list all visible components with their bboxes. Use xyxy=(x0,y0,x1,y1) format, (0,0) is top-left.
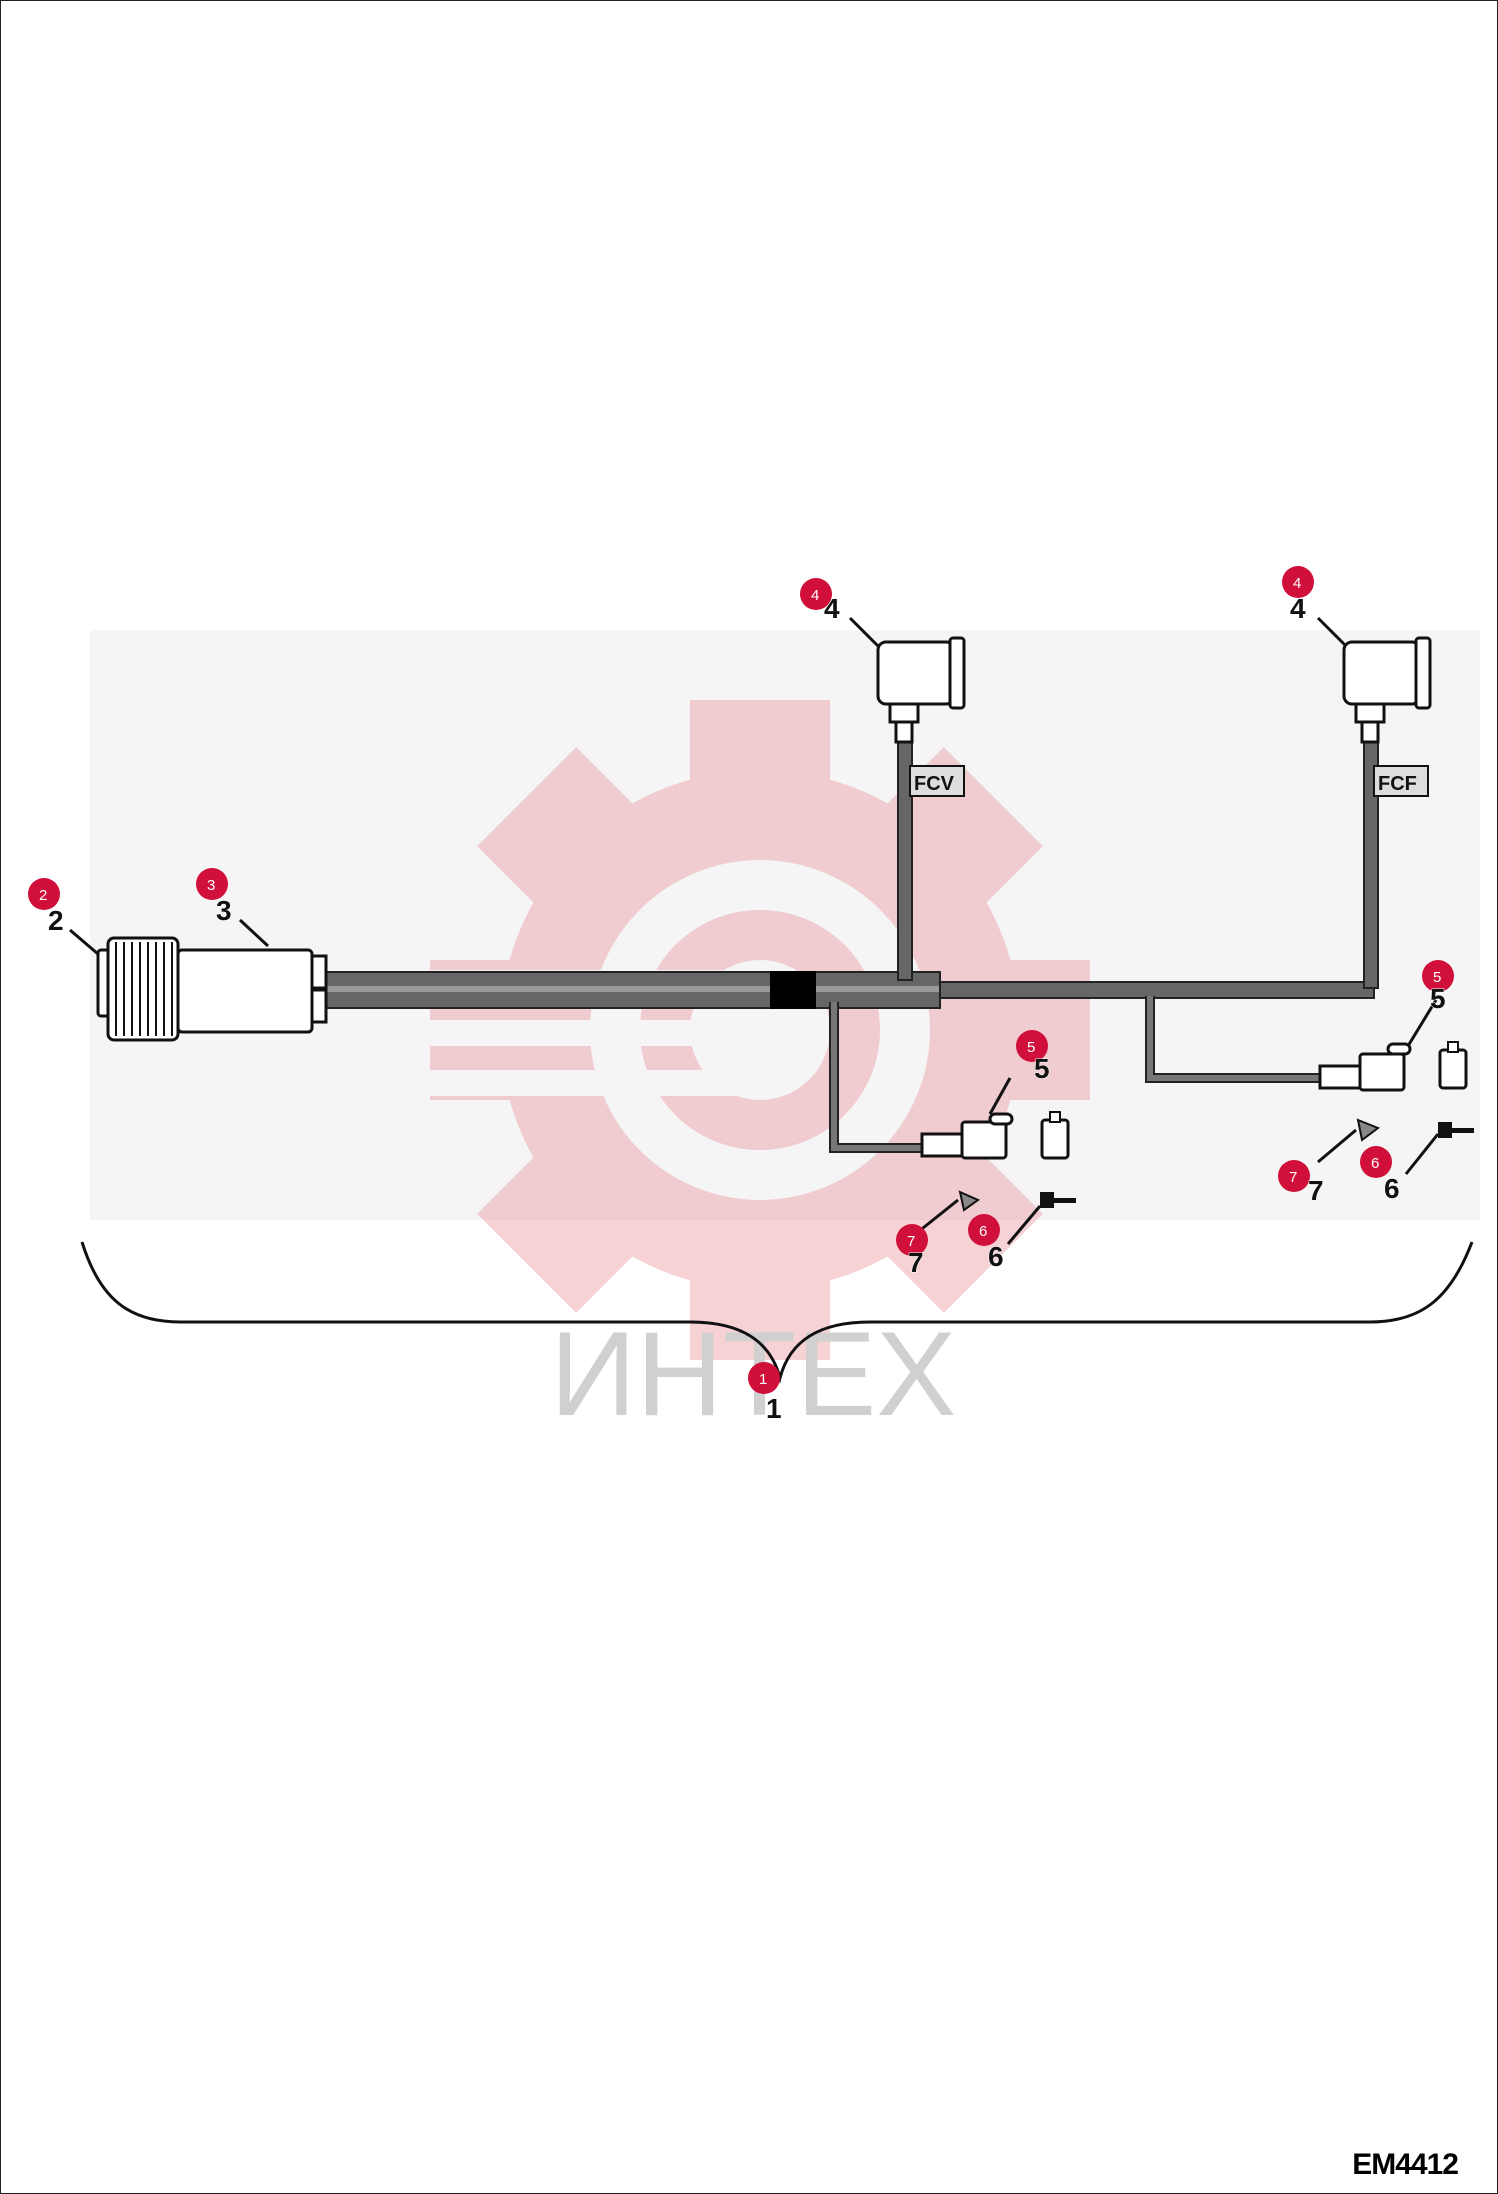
small-connector-right xyxy=(1318,1042,1412,1092)
wedge-lock-right xyxy=(1356,1118,1381,1142)
callout-5-middle-part-label: 5 xyxy=(1034,1053,1050,1084)
callout-5-right: 5 5 xyxy=(1422,960,1454,1015)
callout-7-right-number: 7 xyxy=(1289,1169,1297,1186)
watermark-logo xyxy=(430,700,1090,1360)
connector-cover-right xyxy=(1438,1041,1468,1090)
callout-5-middle-number: 5 xyxy=(1027,1039,1035,1056)
callout-2-part-label: 2 xyxy=(48,905,64,936)
callout-4-fcf: 4 4 xyxy=(1282,566,1314,625)
callout-3: 3 3 xyxy=(196,868,232,927)
small-connector-middle xyxy=(920,1112,1014,1160)
branch-lower-right xyxy=(1145,996,1324,1083)
terminal-right xyxy=(1438,1122,1474,1138)
callout-2: 2 2 xyxy=(28,878,64,937)
callout-3-part-label: 3 xyxy=(216,895,232,926)
callout-7-right: 7 7 xyxy=(1278,1160,1324,1207)
main-connector xyxy=(96,936,328,1042)
callout-5-middle: 5 5 xyxy=(1016,1030,1050,1085)
callout-6-middle-number: 6 xyxy=(979,1223,987,1240)
callout-7-right-part-label: 7 xyxy=(1308,1175,1324,1206)
callout-6-right-part-label: 6 xyxy=(1384,1173,1400,1204)
callout-6-right-number: 6 xyxy=(1371,1155,1379,1172)
callout-6-middle-part-label: 6 xyxy=(988,1241,1004,1272)
callout-7-middle-part-label: 7 xyxy=(908,1247,924,1278)
wedge-lock-middle xyxy=(958,1190,981,1212)
callout-6-middle: 6 6 xyxy=(968,1214,1004,1273)
main-harness-trunk xyxy=(323,971,1375,1009)
callout-4-fcf-number: 4 xyxy=(1293,575,1301,592)
branch-lower-middle xyxy=(829,1002,930,1153)
terminal-middle xyxy=(1040,1192,1076,1208)
wire-tag-fcv-label: FCV xyxy=(914,773,955,795)
callout-2-number: 2 xyxy=(39,887,47,904)
connector-cover-middle xyxy=(1040,1111,1070,1160)
callout-4-fcf-part-label: 4 xyxy=(1290,593,1306,624)
solenoid-connector-fcf xyxy=(1342,636,1432,744)
callout-5-right-number: 5 xyxy=(1433,969,1441,986)
wire-tag-fcv: FCV xyxy=(909,765,965,797)
callout-3-number: 3 xyxy=(207,877,215,894)
callout-6-right: 6 6 xyxy=(1360,1146,1400,1205)
callout-7-middle-number: 7 xyxy=(907,1233,915,1250)
wire-tag-fcf-label: FCF xyxy=(1378,773,1417,795)
callout-4-fcv-number: 4 xyxy=(811,587,819,604)
leader-lines xyxy=(69,616,1440,1245)
callout-1-number: 1 xyxy=(759,1371,767,1388)
solenoid-connector-fcv xyxy=(876,636,966,744)
callout-1-part-label: 1 xyxy=(766,1393,782,1424)
callout-4-fcv: 4 4 xyxy=(800,578,841,625)
callout-1: 1 1 xyxy=(748,1362,782,1425)
callout-7-middle: 7 7 xyxy=(896,1224,928,1279)
background-band xyxy=(90,630,1480,1220)
callout-4-fcv-part-label: 4 xyxy=(824,593,840,624)
wire-tag-fcf: FCF xyxy=(1373,765,1429,797)
drawing-code: EM4412 xyxy=(1352,2148,1459,2181)
callout-5-right-part-label: 5 xyxy=(1430,983,1446,1014)
